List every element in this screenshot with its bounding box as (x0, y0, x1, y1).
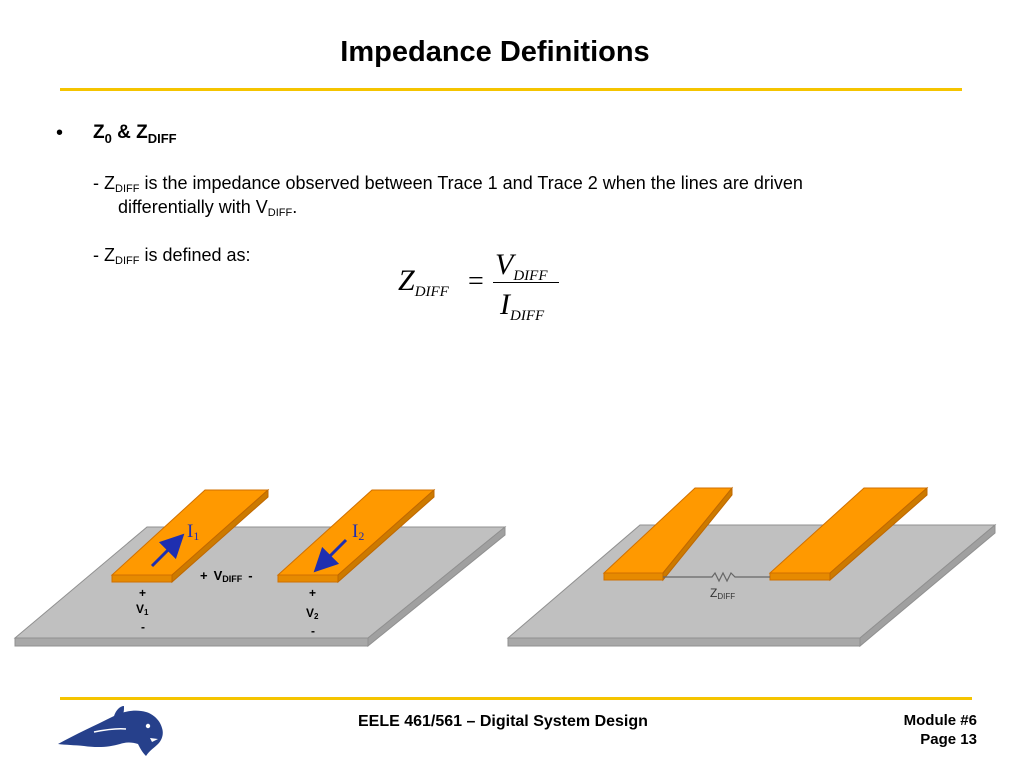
top-divider (60, 88, 962, 91)
footer-page-info: Module #6 Page 13 (904, 711, 977, 749)
definition-line-3: - ZDIFF is defined as: (93, 245, 251, 267)
bullet-marker: • (56, 122, 64, 144)
trace-1 (110, 488, 270, 584)
zdiff-equation: ZDIFF = VDIFF IDIFF (395, 248, 565, 328)
fraction-bar (493, 282, 559, 283)
trace-diagrams: I1 I2 +VDIFF- + V1 - + V2 - ZDIFF (13, 486, 997, 648)
bullet-heading: Z0 & ZDIFF (93, 122, 177, 146)
university-logo (58, 706, 163, 756)
definition-line-2: differentially with VDIFF. (118, 197, 298, 219)
trace-3 (602, 486, 734, 582)
slide-title: Impedance Definitions (340, 36, 650, 68)
footer-page: Page 13 (920, 731, 977, 748)
label-zdiff: ZDIFF (710, 586, 735, 601)
current-arrow-i1 (150, 533, 185, 568)
label-v2-plus: + (309, 586, 316, 600)
equation-numerator: VDIFF (495, 248, 548, 284)
equation-lhs: ZDIFF (398, 264, 449, 300)
label-v1-plus: + (139, 586, 146, 600)
label-v1-minus: - (141, 620, 145, 634)
definition-line-1: - ZDIFF is the impedance observed betwee… (93, 173, 803, 195)
footer-module: Module #6 (903, 712, 977, 729)
label-v2: V2 (306, 606, 319, 621)
label-vdiff: +VDIFF- (200, 568, 253, 584)
footer-course: EELE 461/561 – Digital System Design (358, 713, 648, 730)
label-i2: I2 (352, 521, 364, 543)
label-i1: I1 (187, 521, 199, 543)
equation-equals: = (468, 266, 484, 297)
trace-4 (768, 486, 929, 582)
left-board (13, 525, 507, 648)
current-arrow-i2 (313, 538, 348, 573)
right-board (506, 523, 997, 648)
label-v2-minus: - (311, 624, 315, 638)
equation-denominator: IDIFF (500, 288, 545, 324)
label-v1: V1 (136, 602, 149, 617)
resistor-zdiff (663, 571, 770, 583)
bottom-divider (60, 697, 972, 700)
